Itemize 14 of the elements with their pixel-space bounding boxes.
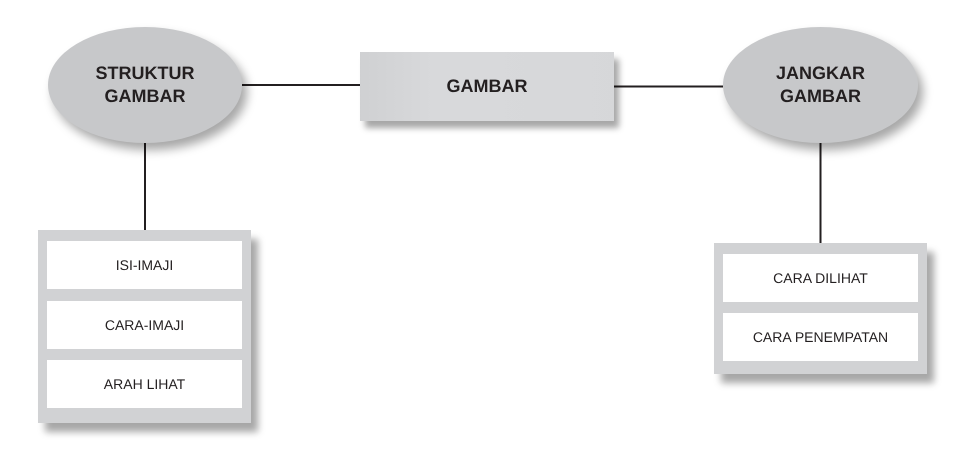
list-item: CARA-IMAJI <box>47 301 242 349</box>
ellipse-node: STRUKTUR GAMBAR <box>48 27 242 143</box>
list-item: CARA DILIHAT <box>723 254 918 302</box>
list-item: ISI-IMAJI <box>47 241 242 289</box>
connector-line <box>144 143 146 230</box>
connector-line <box>820 143 822 243</box>
connector-line <box>242 84 360 86</box>
connector-line <box>614 86 723 88</box>
list-panel <box>38 230 251 423</box>
list-panel <box>714 243 927 374</box>
process-box: GAMBAR <box>360 52 614 121</box>
ellipse-node: JANGKAR GAMBAR <box>723 27 918 143</box>
list-item: ARAH LIHAT <box>47 360 242 408</box>
list-item: CARA PENEMPATAN <box>723 313 918 361</box>
